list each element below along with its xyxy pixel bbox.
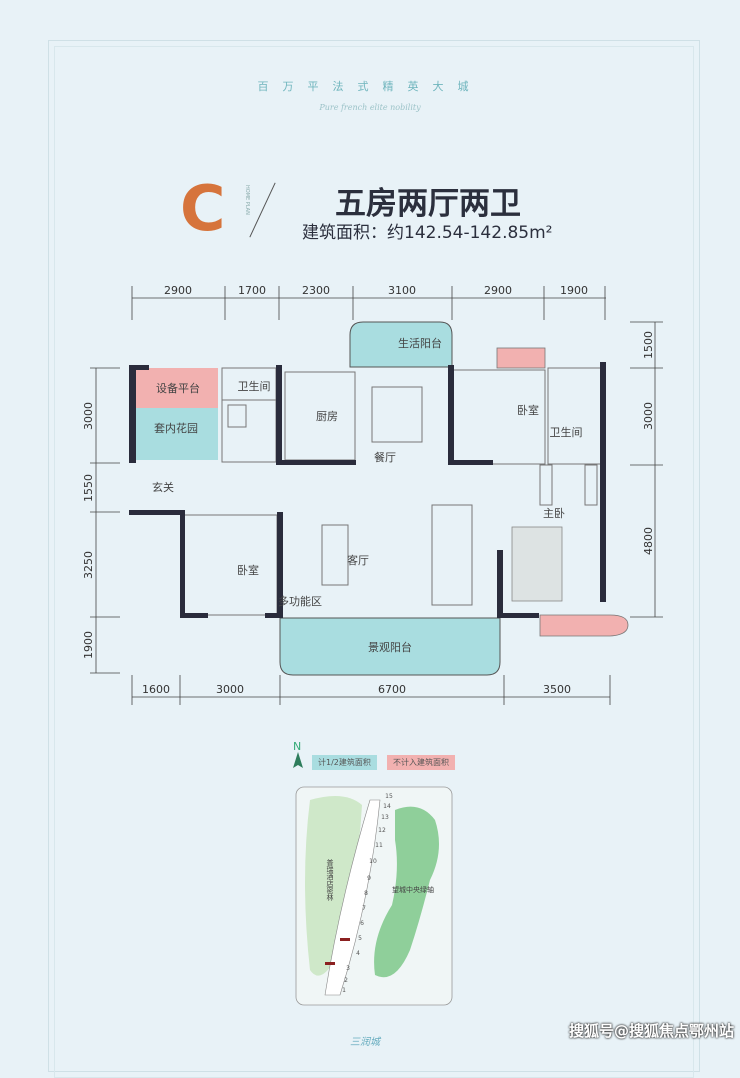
room-view-balcony: 景观阳台 [368,640,412,654]
room-entry: 玄关 [152,480,174,494]
room-multi: 多功能区 [278,594,322,608]
highlight-building [340,938,350,941]
svg-text:10: 10 [369,858,377,865]
svg-text:9: 9 [367,875,371,882]
room-equipment: 设备平台 [156,381,200,395]
room-kitchen: 厨房 [316,410,338,423]
building-strip [324,799,381,996]
forest-area [305,796,362,976]
green-axis-area [374,806,439,978]
brand-logo: 三润城 [350,1037,380,1048]
equipment-platform [135,368,218,408]
svg-text:2: 2 [344,977,348,984]
svg-text:12: 12 [378,827,386,834]
slogan-en: Pure french elite nobility [319,103,421,112]
excluded-area-north [496,347,546,369]
slogan: 百万平法式精英大城 [257,80,483,93]
dim-left-3: 3250 [82,551,95,579]
svg-text:14: 14 [383,803,391,810]
highlight-building [325,962,335,965]
dim-right-1: 1500 [642,331,655,359]
area-label: 建筑面积：约142.54-142.85m² [302,223,553,243]
dim-right-2: 3000 [642,402,655,430]
building-numbers: 1 2 3 4 5 6 7 8 9 10 11 12 13 14 15 [342,793,393,994]
dim-top-2: 1700 [238,284,266,297]
dim-bottom-1: 1600 [142,683,170,696]
dim-left-2: 1550 [82,474,95,502]
svg-text:1: 1 [342,987,346,994]
dim-top-6: 1900 [560,284,588,297]
watermark: 搜狐号@搜狐焦点鄂州站 [568,1022,734,1040]
room-living: 客厅 [347,553,369,567]
svg-text:4: 4 [356,950,360,957]
dim-left-4: 1900 [82,631,95,659]
room-bedroom-ne: 卧室 [517,403,539,417]
room-garden: 套内花园 [154,421,198,435]
svg-text:3: 3 [346,965,350,972]
north-arrow-icon [293,752,303,768]
page-title: 五房两厅两卫 [335,186,521,222]
walls [129,362,606,618]
dimension-lines [90,286,663,705]
dim-top-1: 2900 [164,284,192,297]
room-bedroom-sw: 卧室 [237,563,259,577]
dim-left-1: 3000 [82,402,95,430]
svg-text:5: 5 [358,935,362,942]
garden [135,408,218,460]
dim-bottom-2: 3000 [216,683,244,696]
room-dining: 餐厅 [374,450,396,464]
room-bath-right: 卫生间 [550,425,583,439]
dim-right-3: 4800 [642,527,655,555]
legend-excluded-area: 不计入建筑面积 [387,755,455,770]
svg-text:8: 8 [364,890,368,897]
site-axis-label: 望城中央绿轴 [392,885,434,894]
room-bath-left: 卫生间 [238,379,271,393]
north-label: N [293,740,302,753]
dim-top-5: 2900 [484,284,512,297]
dim-bottom-3: 6700 [378,683,406,696]
dim-top-4: 3100 [388,284,416,297]
svg-text:11: 11 [375,842,383,849]
unit-letter: C [180,172,226,245]
view-balcony [279,617,501,676]
floor-plan: 2900 1700 2300 3100 2900 1900 1600 3000 … [82,284,663,1006]
utility-balcony [349,321,453,368]
room-master: 主卧 [543,507,565,520]
room-utility-balcony: 生活阳台 [398,336,442,350]
legend-half-area: 计1/2建筑面积 [312,755,377,770]
home-plan-label: HOME PLAN [244,185,250,215]
site-forest-label: 普瑞酒店密林 [326,858,334,902]
dim-top-3: 2300 [302,284,330,297]
svg-text:13: 13 [381,814,389,821]
svg-text:15: 15 [385,793,393,800]
master-rug [511,526,563,602]
svg-text:7: 7 [362,905,366,912]
excluded-area-bay [539,614,629,637]
svg-text:6: 6 [360,920,364,927]
dim-bottom-4: 3500 [543,683,571,696]
